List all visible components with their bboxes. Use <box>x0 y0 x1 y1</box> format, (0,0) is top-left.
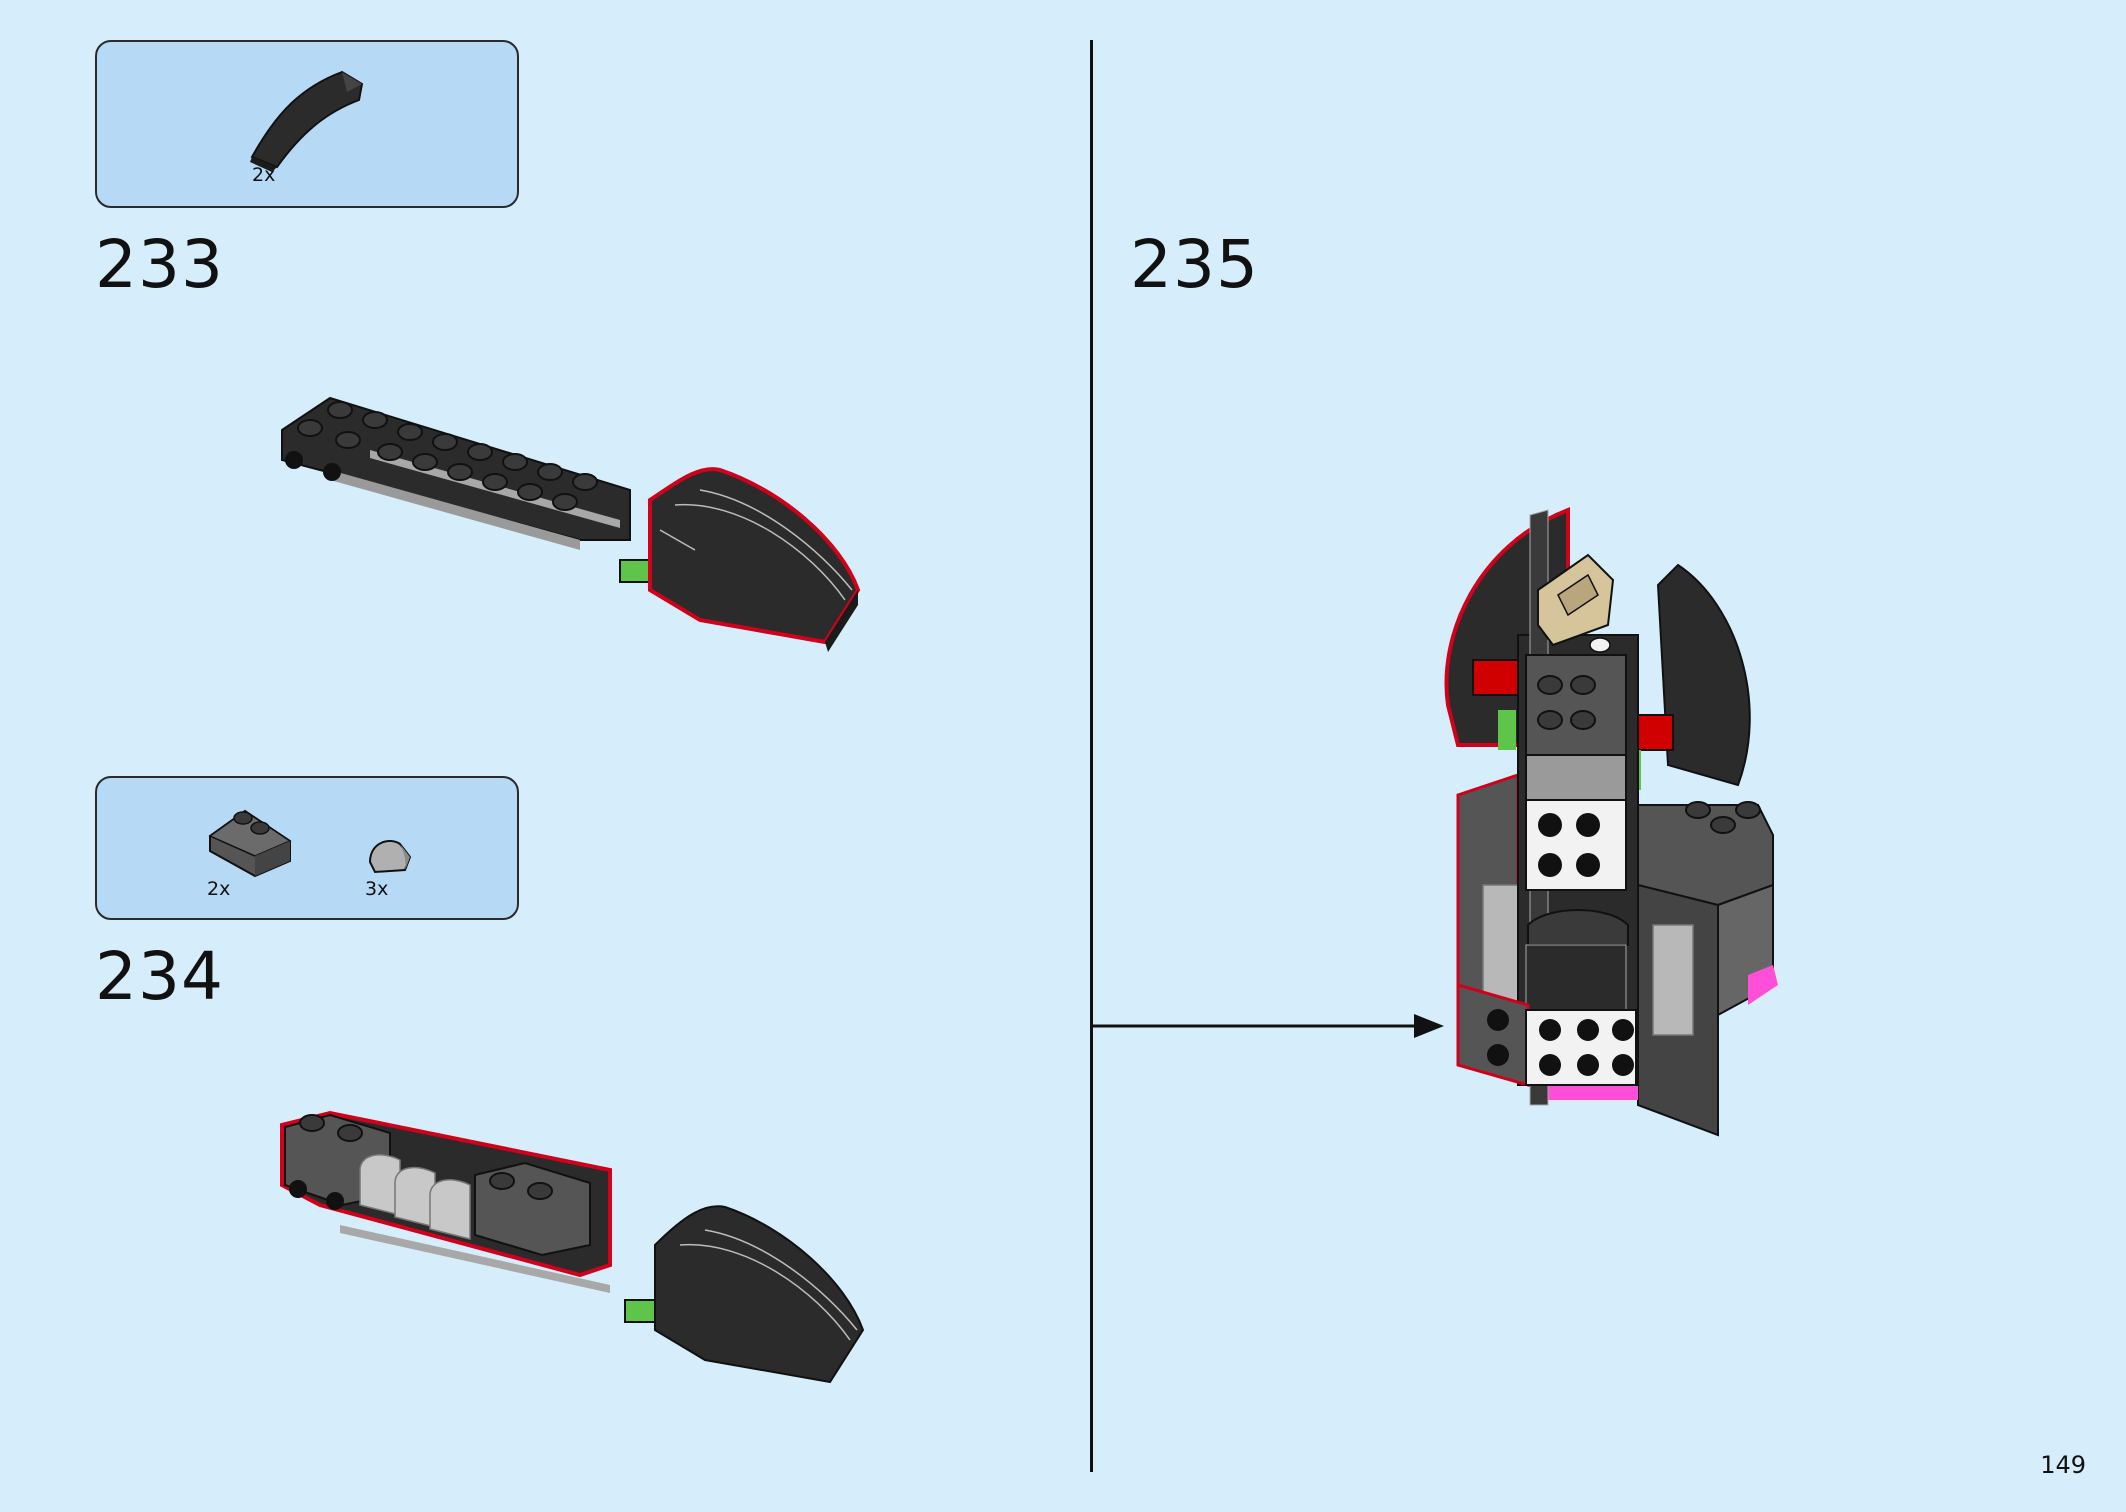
curved-slope-black-icon <box>250 70 364 172</box>
step-234-part2-qty: 3x <box>365 878 389 900</box>
step-233-part-qty: 2x <box>252 164 276 186</box>
step-233-model <box>281 396 861 652</box>
page-divider <box>1090 40 1093 1472</box>
step-235-model <box>1444 507 1778 1137</box>
step-234-model <box>280 1110 865 1384</box>
step-233-number: 233 <box>95 226 224 303</box>
step-235-number: 235 <box>1130 226 1259 303</box>
step-233-parts-box: 2x <box>95 40 519 208</box>
attach-arrow-icon <box>1092 1014 1444 1038</box>
slope-brick-dark-gray-icon <box>208 809 292 878</box>
step-234-number: 234 <box>95 938 224 1015</box>
page-number: 149 <box>2040 1451 2086 1479</box>
step-234-part1-qty: 2x <box>207 878 231 900</box>
round-tile-light-gray-icon <box>368 840 412 874</box>
step-234-parts-box: 2x 3x <box>95 776 519 920</box>
